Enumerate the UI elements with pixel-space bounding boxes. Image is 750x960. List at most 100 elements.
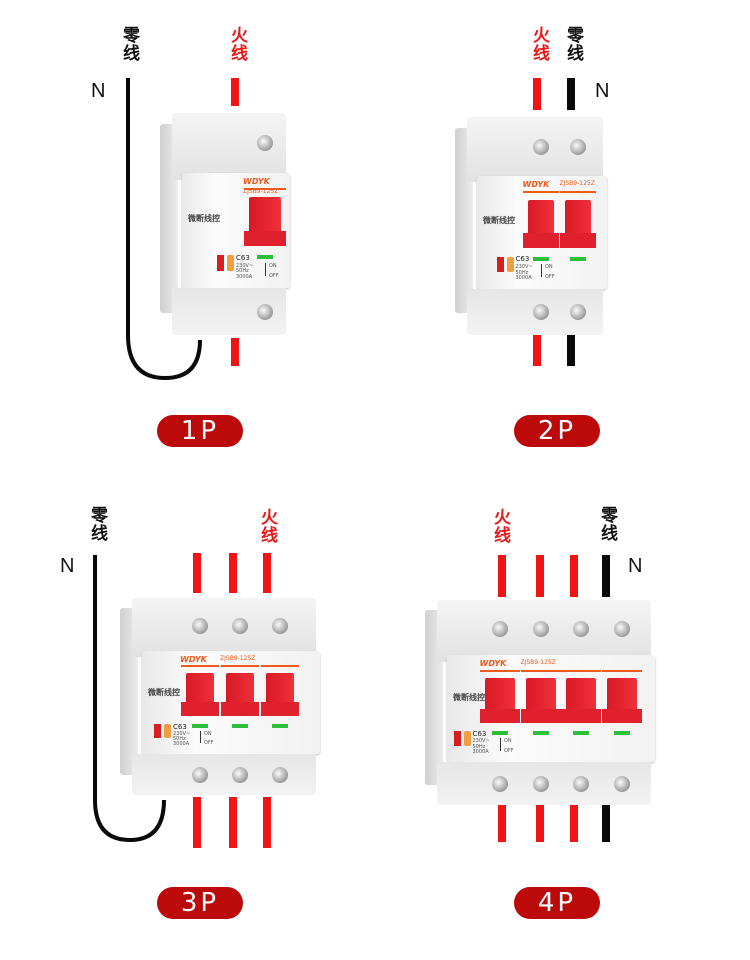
terminal-screw-icon (614, 776, 630, 793)
neutral-label: 零线 (597, 506, 617, 542)
toggle-handle (185, 672, 215, 709)
toggle-handle-base (243, 230, 287, 247)
toggle-handle (225, 672, 255, 709)
brand-logo: WDYK (479, 659, 507, 669)
live-wire (533, 333, 541, 366)
product-name: 微断线控 (148, 687, 180, 697)
brand-stripe (561, 669, 601, 672)
brand-logo: WDYK (180, 655, 207, 665)
terminal-screw-icon (257, 303, 273, 320)
status-indicator (492, 731, 508, 736)
test-button (463, 731, 471, 746)
toggle-handle (526, 677, 556, 715)
neutral-label: 零线 (563, 26, 583, 62)
live-wire (570, 555, 578, 597)
status-indicator (232, 724, 248, 729)
terminal-screw-icon (492, 776, 508, 793)
product-name: 微断线控 (188, 213, 220, 223)
status-indicator (570, 256, 586, 261)
pill-4p: 4P (514, 887, 600, 919)
toggle-handle (566, 677, 596, 715)
toggle-handle-base (521, 708, 561, 723)
pill-1p: 1P (157, 415, 243, 447)
on-off-indicator (200, 730, 201, 743)
terminal-screw-icon (272, 767, 288, 784)
top-terminal-block (132, 598, 316, 658)
live-wire (231, 78, 239, 106)
toggle-handle-base (602, 708, 642, 723)
live-wire (231, 338, 239, 366)
terminal-screw-icon (232, 617, 248, 634)
on-off-indicator (265, 262, 266, 277)
test-button (164, 724, 171, 738)
on-off-indicator (500, 738, 501, 751)
brand-stripe (602, 669, 642, 672)
brand-stripe (260, 664, 300, 667)
on-label: ON (504, 738, 512, 745)
terminal-screw-icon (614, 620, 630, 637)
off-label: OFF (545, 273, 555, 280)
brand-logo: WDYK (522, 180, 550, 190)
brand-logo: WDYK (243, 177, 270, 187)
live-label: 火线 (529, 26, 549, 62)
live-wire (498, 555, 506, 597)
status-indicator (192, 724, 208, 729)
reset-button (453, 731, 461, 746)
terminal-screw-icon (492, 620, 508, 637)
toggle-handle (265, 672, 295, 709)
terminal-screw-icon (232, 767, 248, 784)
on-label: ON (545, 264, 553, 271)
brand-stripe (523, 191, 559, 194)
test-button (506, 256, 514, 272)
live-wire (536, 805, 544, 842)
status-indicator (533, 256, 549, 261)
toggle-handle-base (180, 702, 220, 717)
toggle-handle (485, 677, 515, 715)
live-wire (498, 805, 506, 842)
terminal-screw-icon (533, 776, 549, 793)
brand-stripe (480, 669, 520, 672)
model-number: ZJSB9-125Z (220, 655, 256, 663)
terminal-screw-icon (533, 304, 549, 321)
rating: C63 (173, 723, 187, 732)
neutral-label: 零线 (87, 506, 107, 542)
on-off-indicator (541, 264, 542, 278)
model-number: ZJSB9-125Z (520, 659, 556, 667)
live-wire (229, 797, 237, 848)
test-button (227, 255, 234, 271)
live-wire (536, 555, 544, 597)
n-label: N (595, 80, 610, 102)
neutral-wire (602, 805, 610, 842)
model-number: ZJSB9-125Z (559, 180, 595, 188)
spec-voltage: 230V~ (515, 264, 533, 271)
rating: C63 (472, 730, 487, 739)
terminal-screw-icon (192, 767, 208, 784)
live-wire (193, 553, 201, 593)
status-indicator (272, 724, 288, 729)
brand-stripe (220, 664, 260, 667)
rating: C63 (515, 255, 530, 264)
off-label: OFF (204, 739, 214, 746)
neutral-wire (602, 555, 610, 597)
brand-stripe (243, 188, 287, 191)
live-wire (193, 797, 201, 848)
toggle-handle-base (560, 232, 596, 248)
product-name: 微断线控 (453, 693, 485, 703)
toggle-handle-base (561, 708, 601, 723)
status-indicator (257, 255, 273, 260)
reset-button (217, 255, 224, 271)
reset-button (154, 724, 161, 738)
status-indicator (614, 731, 630, 736)
toggle-handle-base (220, 702, 260, 717)
live-wire (570, 805, 578, 842)
live-label: 火线 (227, 26, 247, 62)
spec-capacity: 3000A (173, 740, 190, 747)
spec-frequency: 50Hz (236, 268, 249, 275)
live-label: 火线 (490, 508, 510, 544)
pill-3p: 3P (157, 887, 243, 919)
live-wire (533, 78, 541, 110)
